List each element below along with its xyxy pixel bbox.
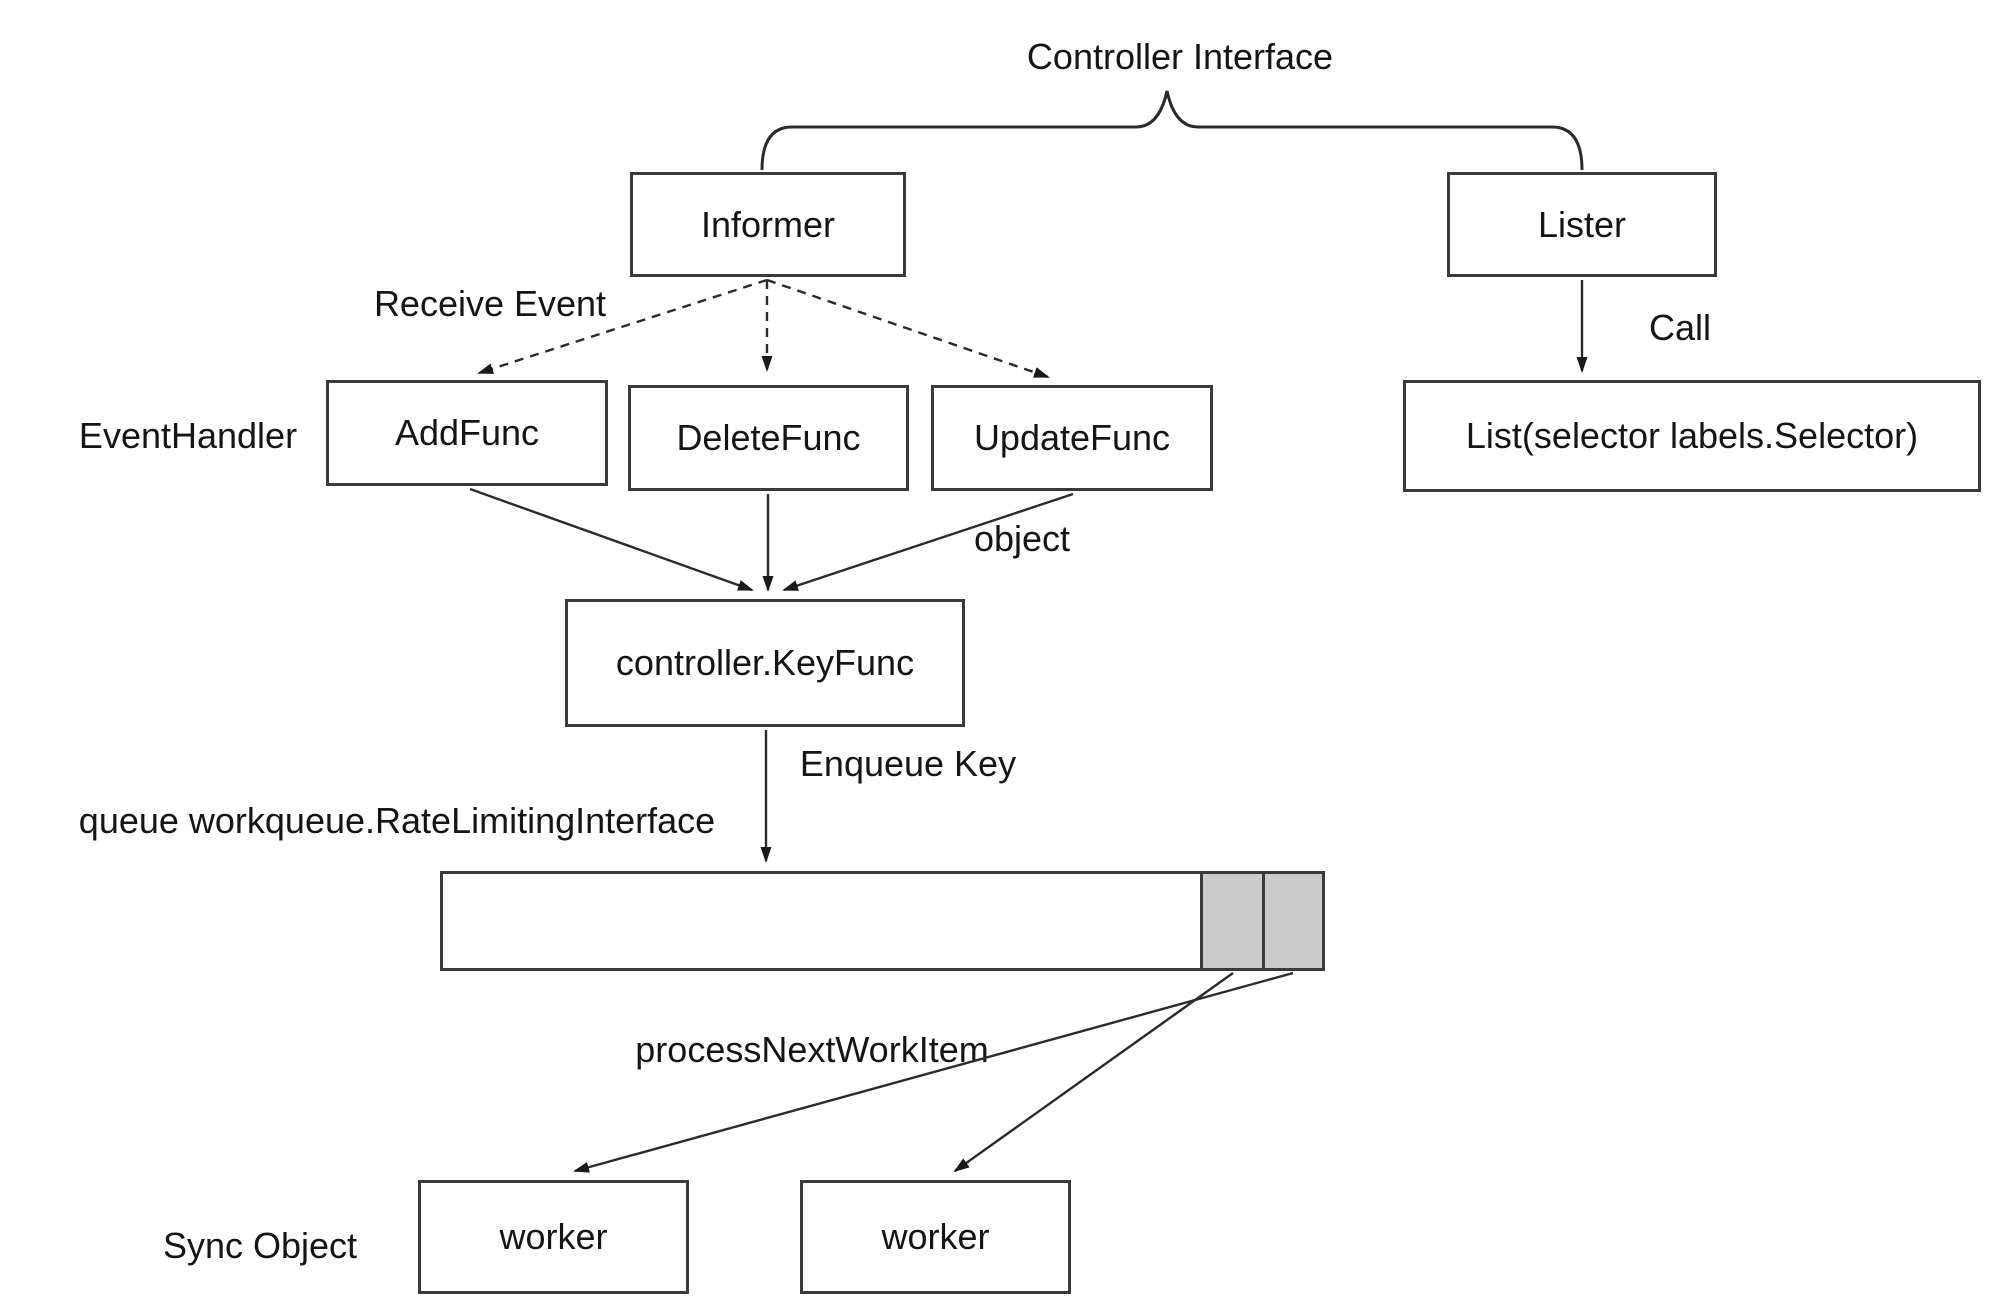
event-handler-label: EventHandler — [78, 415, 298, 456]
worker1-label: worker — [499, 1216, 608, 1257]
informer-box: Informer — [630, 172, 906, 277]
worker2-box: worker — [800, 1180, 1071, 1294]
addfunc-label: AddFunc — [394, 412, 540, 453]
arrow-queue-worker1 — [573, 971, 1294, 1173]
worker1-box: worker — [418, 1180, 689, 1294]
informer-label: Informer — [700, 203, 836, 245]
arrow-queue-worker2 — [953, 972, 1234, 1173]
sync-object-label: Sync Object — [162, 1225, 358, 1266]
deletefunc-box: DeleteFunc — [628, 385, 909, 491]
object-label: object — [973, 518, 1071, 559]
list-selector-label: List(selector labels.Selector) — [1465, 415, 1919, 456]
workqueue-box — [440, 871, 1325, 971]
receive-event-label: Receive Event — [373, 283, 607, 324]
addfunc-box: AddFunc — [326, 380, 608, 486]
controller-interface-brace — [760, 90, 1584, 171]
lister-label: Lister — [1537, 203, 1627, 245]
lister-box: Lister — [1447, 172, 1717, 277]
keyfunc-label: controller.KeyFunc — [615, 642, 915, 683]
updatefunc-box: UpdateFunc — [931, 385, 1213, 491]
call-label: Call — [1648, 307, 1712, 348]
queue-type-label: queue workqueue.RateLimitingInterface — [78, 800, 716, 841]
deletefunc-label: DeleteFunc — [676, 417, 861, 458]
arrow-addfunc-keyfunc — [469, 487, 754, 592]
keyfunc-box: controller.KeyFunc — [565, 599, 965, 727]
queue-item — [1200, 874, 1262, 968]
worker2-label: worker — [881, 1216, 990, 1257]
arrow-informer-updatefunc — [766, 278, 1050, 379]
controller-interface-label: Controller Interface — [1026, 36, 1334, 77]
enqueue-key-label: Enqueue Key — [799, 743, 1017, 784]
process-next-work-item-label: processNextWorkItem — [635, 1029, 989, 1070]
updatefunc-label: UpdateFunc — [973, 417, 1171, 458]
list-selector-box: List(selector labels.Selector) — [1403, 380, 1981, 492]
queue-item — [1262, 874, 1322, 968]
